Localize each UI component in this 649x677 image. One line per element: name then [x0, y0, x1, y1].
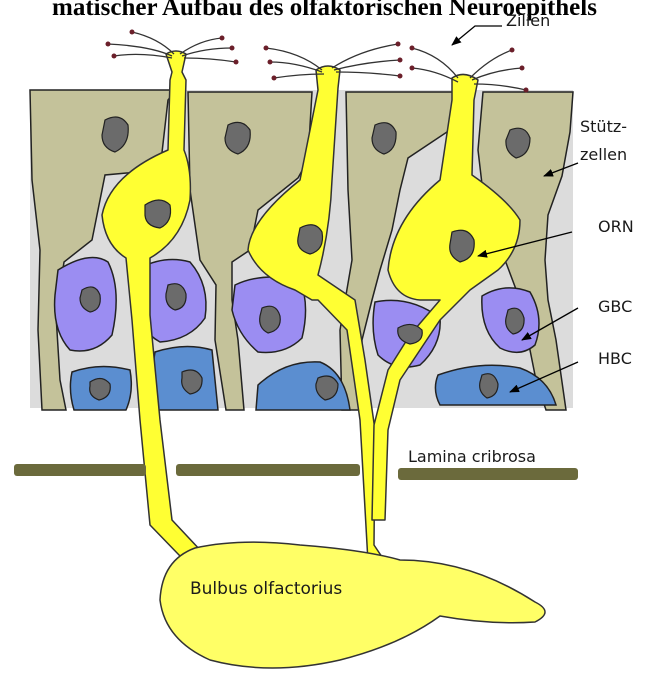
lamina-bar [398, 468, 578, 480]
label-stuetz-line2: zellen [580, 145, 627, 164]
lamina-bar [176, 464, 360, 476]
label-zilien: Zilien [506, 11, 550, 30]
nucleus [166, 284, 186, 310]
zilien-pointer [452, 26, 502, 45]
label-gbc: GBC [598, 297, 632, 316]
nucleus [182, 370, 202, 394]
nucleus [298, 225, 323, 254]
lamina-cribrosa [14, 464, 578, 480]
label-bulbus-olfactorius: Bulbus olfactorius [190, 579, 342, 599]
lamina-bar [14, 464, 146, 476]
label-hbc: HBC [598, 349, 632, 368]
nucleus [480, 374, 498, 398]
nucleus [260, 306, 281, 333]
nucleus [145, 200, 171, 228]
bulbus-olfactorius [160, 542, 545, 668]
label-orn: ORN [598, 217, 634, 236]
nucleus [506, 308, 524, 334]
label-lamina-cribrosa: Lamina cribrosa [408, 447, 536, 466]
label-stuetz-line1: Stütz- [580, 117, 627, 136]
